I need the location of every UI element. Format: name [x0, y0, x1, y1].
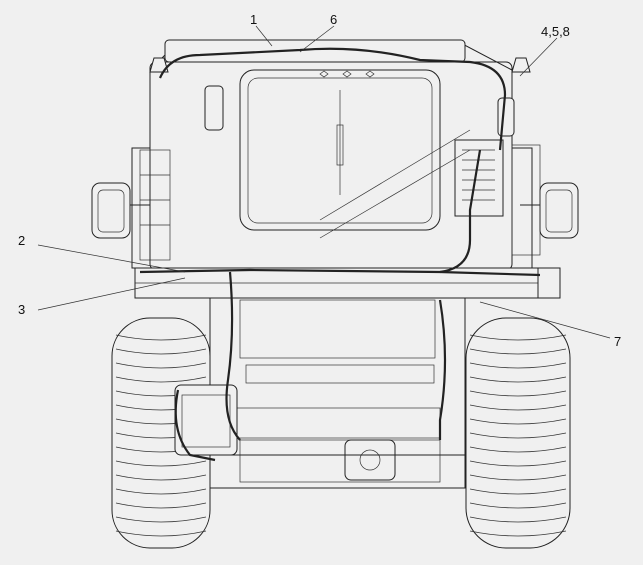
leader-lines: [37, 25, 611, 339]
callout-6: 6: [330, 12, 337, 27]
tire-tread-mark: [115, 376, 207, 383]
tire-tread-mark: [115, 502, 207, 509]
wiring-harness: [139, 47, 541, 462]
callout-7: 7: [614, 334, 621, 349]
tire-tread-mark: [469, 334, 567, 341]
tire-tread-mark: [469, 362, 567, 369]
callout-2: 2: [18, 233, 25, 248]
tire-tread-mark: [469, 446, 567, 453]
tire-tread-mark: [115, 530, 207, 537]
tire-tread-mark: [115, 334, 207, 341]
tire-tread-mark: [469, 488, 567, 495]
tire-tread-mark: [469, 432, 567, 439]
tire-tread-mark: [469, 376, 567, 383]
right-tire: [465, 317, 571, 549]
tire-tread-mark: [115, 488, 207, 495]
tire-tread-mark: [469, 474, 567, 481]
tire-tread-mark: [469, 348, 567, 355]
tire-tread-mark: [115, 460, 207, 467]
tire-tread-mark: [469, 418, 567, 425]
tire-tread-mark: [469, 530, 567, 537]
callout-1: 1: [250, 12, 257, 27]
callout-3: 3: [18, 302, 25, 317]
tire-tread-mark: [469, 460, 567, 467]
tire-tread-mark: [115, 516, 207, 523]
tire-tread-mark: [469, 390, 567, 397]
tire-tread-mark: [469, 502, 567, 509]
tire-tread-mark: [115, 474, 207, 481]
tire-tread-mark: [469, 516, 567, 523]
callout-4-5-8: 4,5,8: [541, 24, 570, 39]
machine-body: [91, 39, 579, 489]
tire-tread-mark: [115, 348, 207, 355]
tire-tread-mark: [115, 362, 207, 369]
tire-tread-mark: [469, 404, 567, 411]
left-tire: [111, 317, 211, 549]
